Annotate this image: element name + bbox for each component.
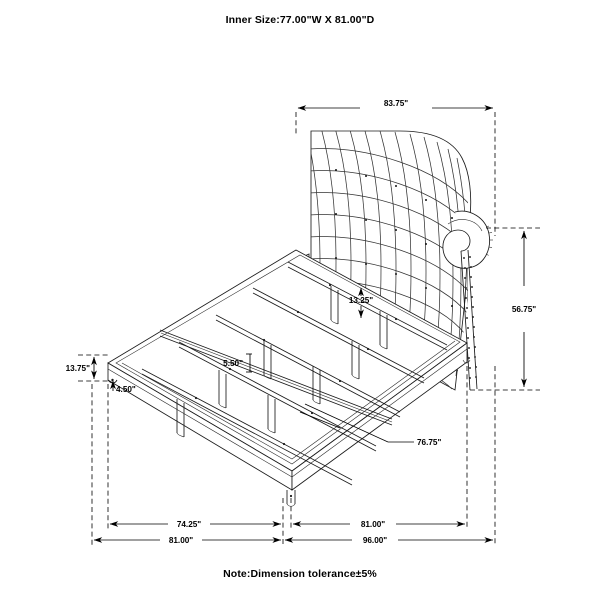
dim-leg-clearance: 4.50" — [110, 380, 136, 394]
dim-label-76-75: 76.75" — [417, 438, 441, 447]
dim-headboard-depth-upper: 81.00" — [292, 520, 465, 529]
slat-group — [141, 261, 448, 486]
dim-rail-to-slat: 13.25" — [349, 287, 373, 318]
bed-frame-group — [107, 249, 471, 507]
foot-rail-face — [291, 342, 468, 491]
dim-slat-spacing: 5.50" — [223, 353, 252, 373]
center-support-beam — [159, 329, 393, 426]
dim-label-81-00-upper: 81.00" — [361, 520, 385, 529]
dim-headboard-height: 56.75" — [470, 227, 540, 391]
slat — [287, 261, 448, 351]
nailhead-trim — [460, 225, 493, 391]
slat — [215, 314, 401, 418]
dim-label-13-75: 13.75" — [66, 364, 90, 373]
dim-overall-length-lower: 96.00" — [284, 536, 493, 545]
dim-label-56-75: 56.75" — [512, 305, 536, 314]
tolerance-note: Note:Dimension tolerance±5% — [223, 568, 377, 580]
dim-label-13-25: 13.25" — [349, 296, 373, 305]
dim-label-83-75: 83.75" — [384, 99, 408, 108]
support-leg — [351, 341, 360, 380]
dim-frame-depth-upper: 74.25" — [109, 520, 281, 529]
headboard-rolled-edge — [442, 210, 490, 269]
slat — [178, 341, 377, 452]
slat — [252, 287, 425, 384]
dim-label-96-00: 96.00" — [363, 536, 387, 545]
lower-extension-lines — [91, 366, 496, 546]
slat — [141, 368, 353, 486]
dim-headboard-width: 83.75" — [295, 99, 496, 236]
dim-label-5-50: 5.50" — [223, 359, 243, 368]
rail-inner-ledge — [115, 254, 461, 465]
support-leg — [379, 311, 388, 350]
corner-leg-right — [462, 359, 471, 364]
dim-inner-width-callout: 76.75" — [299, 403, 441, 447]
support-leg — [263, 341, 272, 380]
support-leg — [176, 399, 185, 438]
support-leg — [218, 370, 227, 409]
support-leg — [312, 366, 321, 405]
support-leg — [267, 395, 276, 434]
page-title: Inner Size:77.00"W X 81.00"D — [225, 14, 375, 26]
dim-rail-height: 13.75" — [66, 354, 110, 382]
dim-label-4-50: 4.50" — [116, 385, 136, 394]
dim-label-81-00-lower: 81.00" — [169, 536, 193, 545]
dim-label-74-25: 74.25" — [177, 520, 201, 529]
support-leg — [330, 286, 339, 325]
dim-frame-depth-lower: 81.00" — [93, 536, 281, 545]
support-leg-group — [176, 286, 388, 438]
